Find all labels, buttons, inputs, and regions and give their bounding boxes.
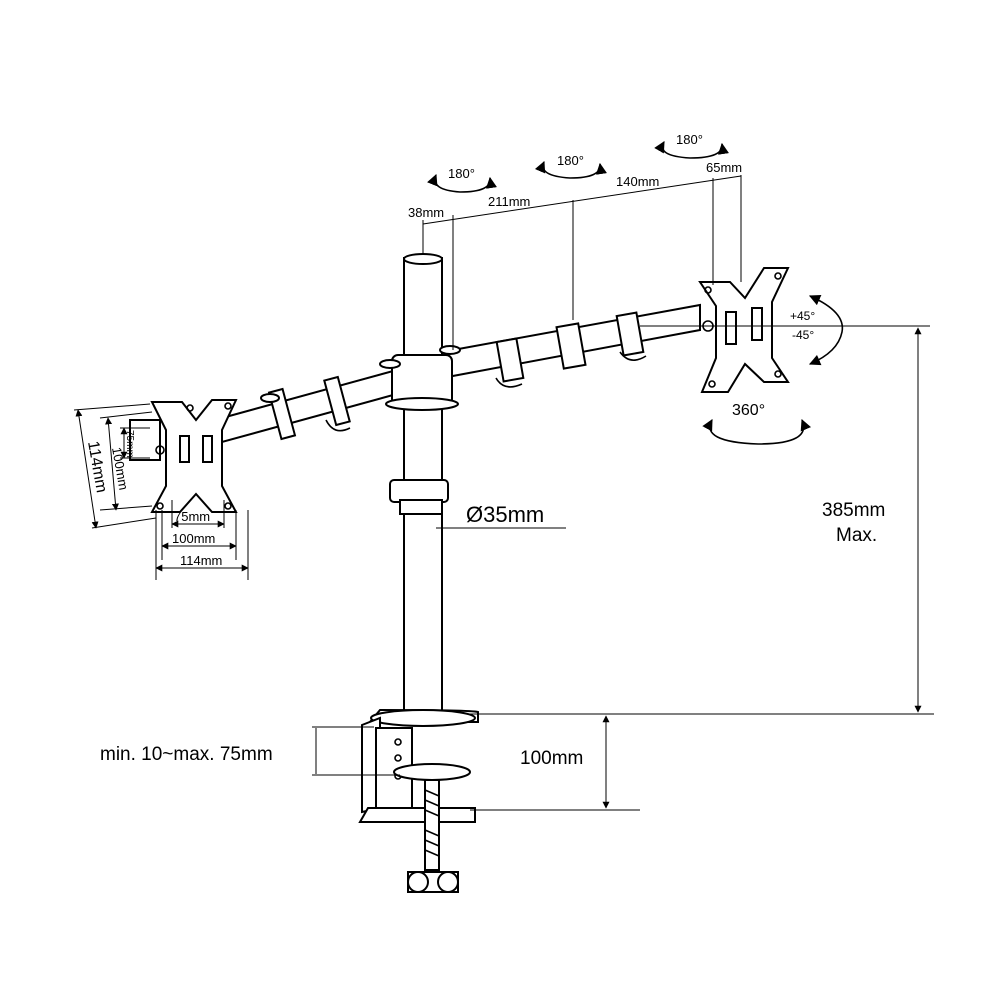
dim-pole-offset: 38mm <box>408 205 444 220</box>
vesa-h-75: 75mm <box>174 509 210 524</box>
rotation-arrows <box>427 141 844 445</box>
tilt-up-label: +45° <box>790 309 815 323</box>
clamp-height-label: 100mm <box>520 748 583 769</box>
pole-joint-hub <box>379 354 459 411</box>
vesa-h-100: 100mm <box>172 531 215 546</box>
rotation-inner-arm-label: 180° <box>448 166 475 181</box>
vesa-v-100: 100mm <box>109 446 131 491</box>
max-height-dimension <box>470 325 934 715</box>
left-vesa-plate <box>129 399 238 513</box>
dim-head-length: 65mm <box>706 160 742 175</box>
arm-dimension-lines <box>422 175 742 350</box>
dim-first-segment: 211mm <box>488 194 530 209</box>
max-height-value: 385mm <box>822 500 885 521</box>
left-arm <box>221 366 405 444</box>
rotation-vesa-label: 360° <box>732 402 765 419</box>
vesa-v-114: 114mm <box>84 440 110 494</box>
max-height-suffix: Max. <box>836 525 877 546</box>
vesa-h-114: 114mm <box>180 553 222 568</box>
dim-second-segment: 140mm <box>616 174 659 189</box>
height-collar <box>389 479 449 515</box>
desk-clamp <box>358 708 479 893</box>
right-vesa-plate <box>698 267 790 393</box>
right-arm <box>439 303 701 388</box>
pole-diameter-label: Ø35mm <box>466 502 544 527</box>
rotation-outer-arm-label: 180° <box>676 132 703 147</box>
desk-thickness-label: min. 10~max. 75mm <box>100 744 273 765</box>
vesa-v-75: 75mm <box>124 430 135 458</box>
vesa-dimension-lines <box>73 403 249 580</box>
tilt-down-label: -45° <box>792 328 814 342</box>
rotation-mid-arm-label: 180° <box>557 153 584 168</box>
clamp-dimension-lines <box>312 715 640 811</box>
